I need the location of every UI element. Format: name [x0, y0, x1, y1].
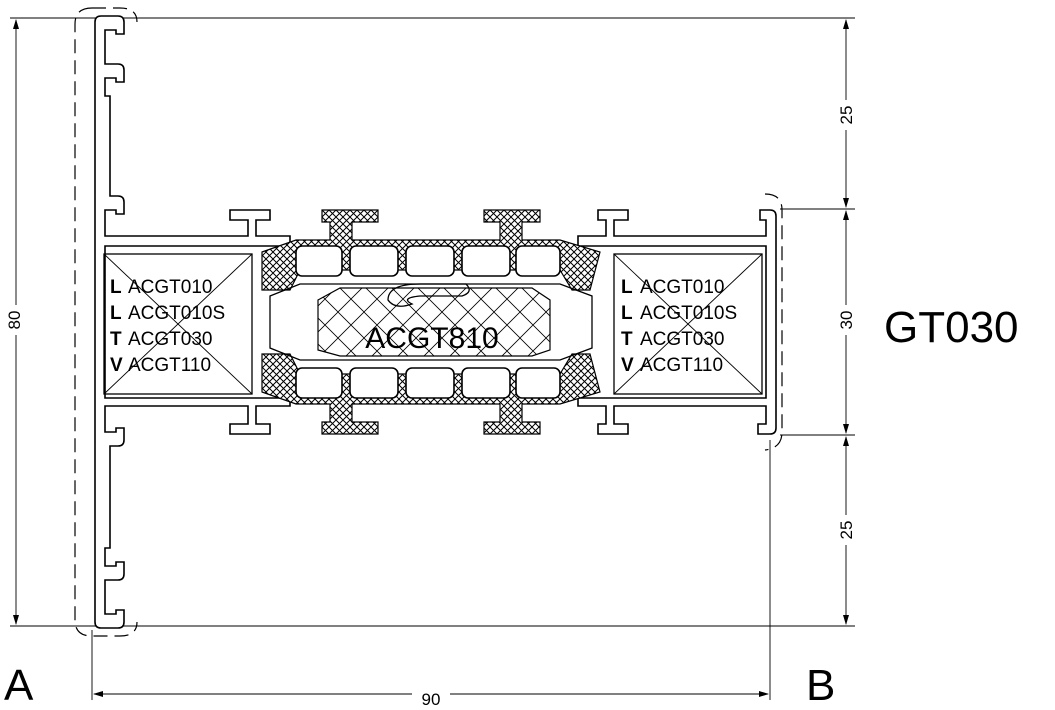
left-acc-1-code: ACGT010S	[128, 303, 225, 324]
left-frame-profile	[94, 15, 291, 629]
side-b-label: B	[806, 661, 835, 710]
right-dashed-outline	[764, 193, 783, 451]
right-acc-3-code: ACGT110	[640, 355, 723, 376]
dim-upper-label: 25	[837, 106, 856, 125]
left-acc-3: V	[110, 355, 123, 376]
right-acc-1: L	[621, 303, 633, 324]
extension-lines	[10, 17, 855, 700]
thermal-break-top	[261, 209, 601, 291]
left-acc-0-code: ACGT010	[128, 277, 212, 298]
insulation-insert: ACGT810	[269, 283, 593, 361]
left-acc-0: L	[110, 277, 122, 298]
right-acc-3: V	[621, 355, 634, 376]
dimension-width: 90	[93, 684, 769, 709]
thermal-break-bottom	[261, 353, 601, 435]
product-code-label: GT030	[884, 303, 1019, 352]
left-acc-3-code: ACGT110	[128, 355, 211, 376]
right-acc-2-code: ACGT030	[640, 329, 724, 350]
left-accessory-box: L ACGT010 L ACGT010S T ACGT030 V ACGT110	[103, 253, 253, 395]
insert-label: ACGT810	[365, 322, 498, 355]
right-acc-0-code: ACGT010	[640, 277, 724, 298]
dim-height-label: 80	[5, 311, 24, 330]
right-frame-profile	[577, 209, 777, 435]
left-acc-1: L	[110, 303, 122, 324]
dim-lower-label: 25	[837, 521, 856, 540]
right-accessory-box: L ACGT010 L ACGT010S T ACGT030 V ACGT110	[613, 253, 763, 395]
dimension-height: 80	[5, 19, 24, 625]
dim-width-label: 90	[422, 690, 441, 709]
left-acc-2: T	[110, 329, 122, 350]
dim-middle-label: 30	[837, 311, 856, 330]
right-acc-0: L	[621, 277, 633, 298]
dimension-right: 25 30 25	[836, 19, 856, 625]
left-acc-2-code: ACGT030	[128, 329, 212, 350]
right-acc-1-code: ACGT010S	[640, 303, 737, 324]
left-dashed-outline	[74, 7, 138, 637]
side-a-label: A	[4, 661, 34, 710]
right-acc-2: T	[621, 329, 633, 350]
